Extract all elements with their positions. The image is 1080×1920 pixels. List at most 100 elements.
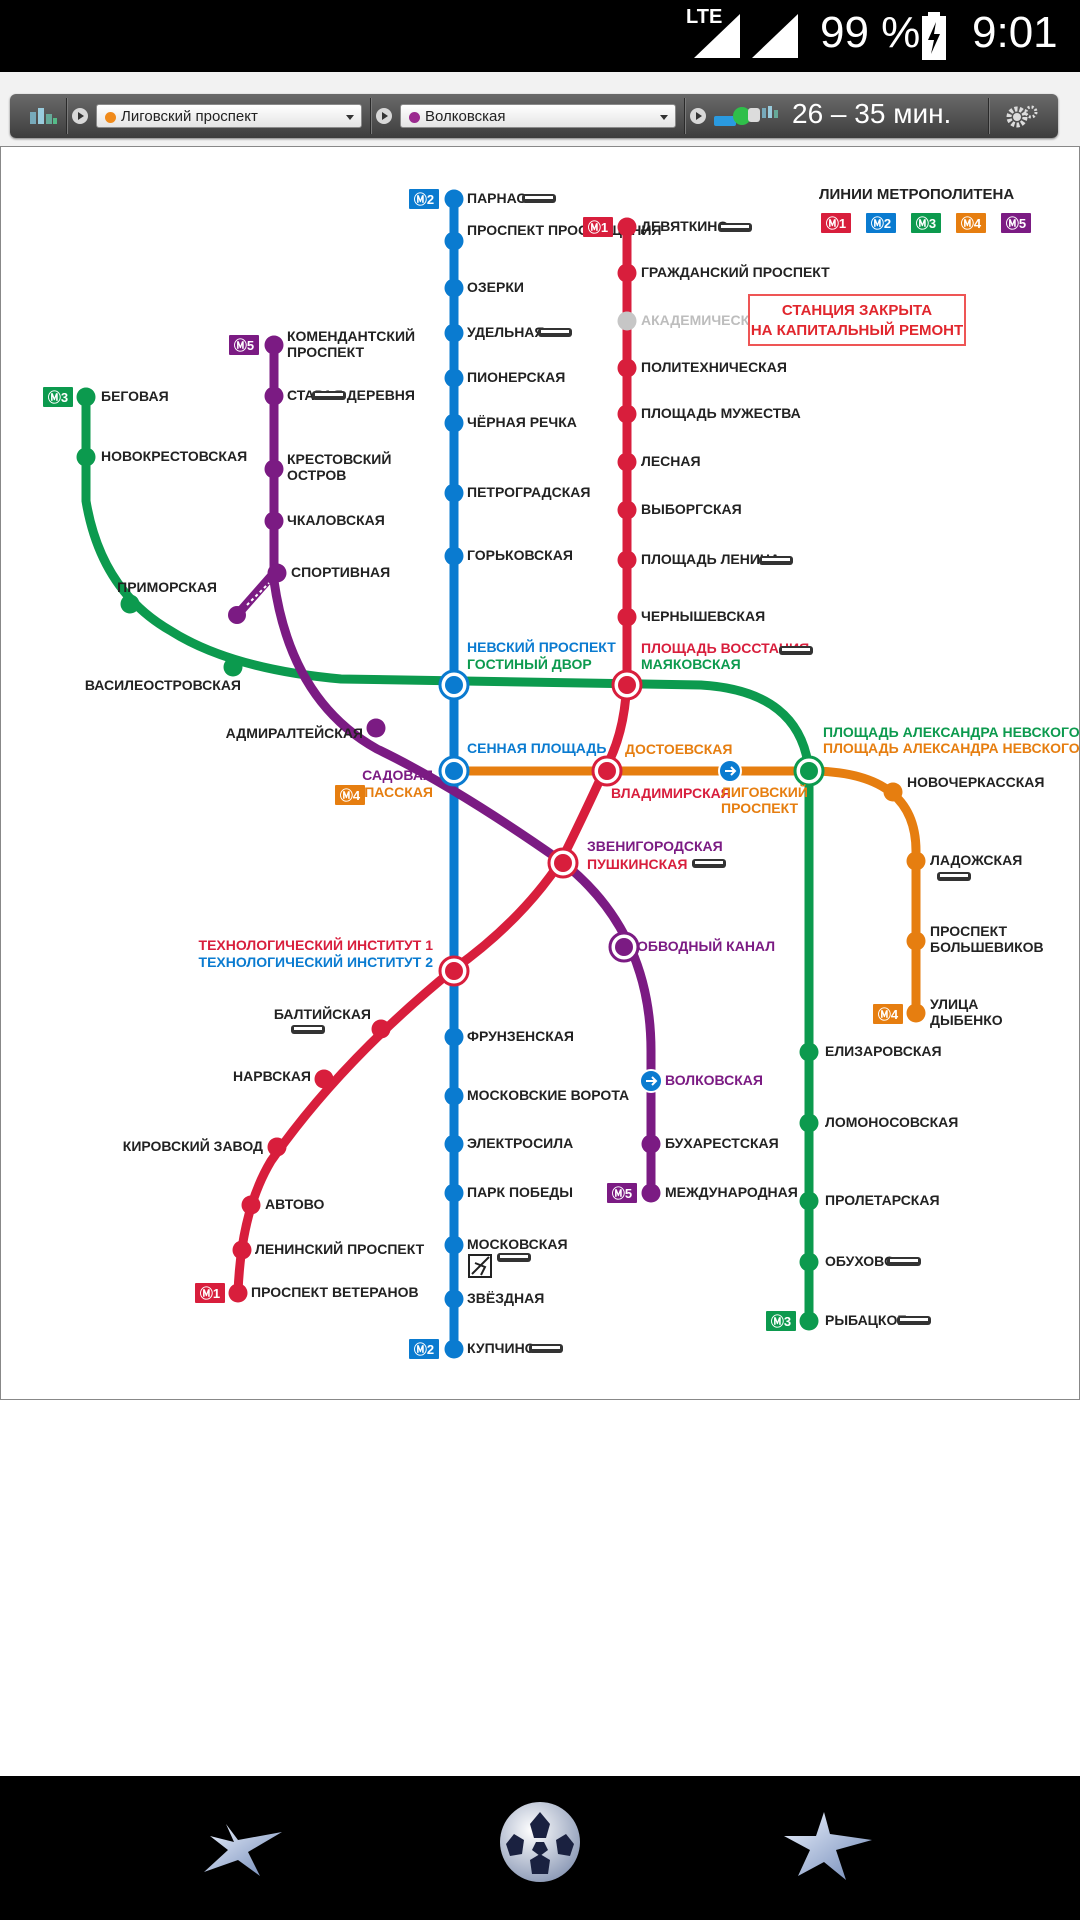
from-line-dot xyxy=(105,112,116,123)
station-dot-международная xyxy=(641,1183,661,1203)
station-label-беговая: БЕГОВАЯ xyxy=(101,388,169,404)
station-label-купчино: КУПЧИНО xyxy=(467,1340,536,1356)
from-station-select[interactable]: Лиговский проспект xyxy=(96,104,362,128)
legend-title: ЛИНИИ МЕТРОПОЛИТЕНА xyxy=(819,186,1014,203)
station-dot-купчино xyxy=(444,1339,464,1359)
interchange-dot xyxy=(800,762,818,780)
interchange-dot xyxy=(615,938,633,956)
station-label-пролетарская: ПРОЛЕТАРСКАЯ xyxy=(825,1192,940,1208)
station-dot-парк-победы xyxy=(444,1183,464,1203)
route-arrow-button[interactable] xyxy=(690,108,706,124)
station-dot-девяткино xyxy=(617,217,637,237)
line-badge-4: Ⓜ4 xyxy=(873,1004,903,1024)
svg-text:Ⓜ5: Ⓜ5 xyxy=(1006,216,1026,231)
arrow-icon xyxy=(646,1076,658,1086)
train-icon xyxy=(291,1025,325,1034)
station-label-площадь-мужества: ПЛОЩАДЬ МУЖЕСТВА xyxy=(641,405,801,421)
station-dot-новочеркасская xyxy=(883,782,903,802)
train-icon xyxy=(718,223,752,232)
station-dot-чернышевская xyxy=(617,607,637,627)
station-dot-рыбацкое xyxy=(799,1311,819,1331)
to-arrow-button[interactable] xyxy=(376,108,392,124)
station-dot-парнас xyxy=(444,189,464,209)
route-toolbar: Лиговский проспект Волковская 26 – 35 ми… xyxy=(10,94,1058,138)
clock: 9:01 xyxy=(972,8,1058,57)
gear-icon[interactable] xyxy=(1004,104,1040,128)
line-badge-5: Ⓜ5 xyxy=(1001,213,1031,233)
station-dot-звёздная xyxy=(444,1289,464,1309)
station-label-международная: МЕЖДУНАРОДНАЯ xyxy=(665,1184,798,1200)
svg-text:Ⓜ2: Ⓜ2 xyxy=(414,1342,434,1357)
station-dot-площадь-мужества xyxy=(617,404,637,424)
station-label-удельная: УДЕЛЬНАЯ xyxy=(467,324,544,340)
toolbar-separator xyxy=(684,98,686,134)
station-dot-нарвская xyxy=(314,1069,334,1089)
to-station-label: Волковская xyxy=(425,108,506,125)
svg-text:Ⓜ5: Ⓜ5 xyxy=(612,1186,632,1201)
train-icon xyxy=(497,1253,531,1262)
station-dot-проспект-большевиков xyxy=(906,931,926,951)
svg-text:Ⓜ1: Ⓜ1 xyxy=(200,1286,220,1301)
station-label-технологический-институт-2: ТЕХНОЛОГИЧЕСКИЙ ИНСТИТУТ 2 xyxy=(199,953,434,970)
star-left-icon[interactable] xyxy=(196,1806,288,1886)
train-icon xyxy=(692,859,726,868)
line-badge-2: Ⓜ2 xyxy=(866,213,896,233)
from-arrow-button[interactable] xyxy=(72,108,88,124)
station-label-пушкинская: ПУШКИНСКАЯ xyxy=(587,856,687,872)
station-dot-пионерская xyxy=(444,368,464,388)
station-label-обводный-канал: ОБВОДНЫЙ КАНАЛ xyxy=(637,937,775,954)
interchange-dot xyxy=(554,854,572,872)
airport-icon xyxy=(468,1254,492,1278)
station-dot-горьковская xyxy=(444,546,464,566)
station-label-площадь-ленина: ПЛОЩАДЬ ЛЕНИНА xyxy=(641,551,780,567)
station-dot-спортивная xyxy=(267,563,287,583)
line-badge-3: Ⓜ3 xyxy=(766,1311,796,1331)
train-icon xyxy=(779,646,813,655)
station-label-владимирская: ВЛАДИМИРСКАЯ xyxy=(611,785,731,801)
route-time: 26 – 35 мин. xyxy=(792,98,952,129)
station-label-пионерская: ПИОНЕРСКАЯ xyxy=(467,369,565,385)
station-label-парнас: ПАРНАС xyxy=(467,190,527,206)
station-label-достоевская: ДОСТОЕВСКАЯ xyxy=(625,741,732,757)
football-icon[interactable] xyxy=(496,1798,584,1886)
station-label-невский-проспект: НЕВСКИЙ ПРОСПЕКТ xyxy=(467,638,616,655)
svg-text:Ⓜ2: Ⓜ2 xyxy=(414,192,434,207)
line-badge-4: Ⓜ4 xyxy=(335,785,365,805)
station-dot-балтийская xyxy=(371,1019,391,1039)
station-label-чёрная-речка: ЧЁРНАЯ РЕЧКА xyxy=(467,414,577,430)
station-label-старая-деревня: СТАРАЯ ДЕРЕВНЯ xyxy=(287,387,415,403)
station-dot-кировский-завод xyxy=(267,1137,287,1157)
wifi-signal-icon xyxy=(752,14,798,58)
station-label-академическая: АКАДЕМИЧЕСКАЯ xyxy=(641,312,769,328)
star-right-icon[interactable] xyxy=(780,1806,880,1886)
station-label-спасская: СПАССКАЯ xyxy=(354,784,433,800)
station-label-технологический-институт-1: ТЕХНОЛОГИЧЕСКИЙ ИНСТИТУТ 1 xyxy=(199,936,434,953)
station-label-сенная-площадь: СЕННАЯ ПЛОЩАДЬ xyxy=(467,740,606,756)
to-station-select[interactable]: Волковская xyxy=(400,104,676,128)
line-badge-2: Ⓜ2 xyxy=(409,189,439,209)
station-dot-старая-деревня xyxy=(264,386,284,406)
line-badge-4: Ⓜ4 xyxy=(956,213,986,233)
interchange-dot xyxy=(445,962,463,980)
station-dot-ладожская xyxy=(906,851,926,871)
city-icon[interactable] xyxy=(28,106,58,126)
svg-text:Ⓜ5: Ⓜ5 xyxy=(234,338,254,353)
route-toolbar-area: Лиговский проспект Волковская 26 – 35 ми… xyxy=(0,72,1080,146)
line-badge-5: Ⓜ5 xyxy=(607,1183,637,1203)
station-dot-ленинский-проспект xyxy=(232,1240,252,1260)
station-label-площадь-александра-невского-1: ПЛОЩАДЬ АЛЕКСАНДРА НЕВСКОГО 1 xyxy=(823,724,1079,740)
interchange-dot xyxy=(445,762,463,780)
station-label-петроградская: ПЕТРОГРАДСКАЯ xyxy=(467,484,590,500)
station-dot-бухарестская xyxy=(641,1134,661,1154)
transport-icon[interactable] xyxy=(712,104,782,130)
network-type: LTE xyxy=(686,6,723,28)
station-label-кировский-завод: КИРОВСКИЙ ЗАВОД xyxy=(123,1137,263,1154)
battery-percent: 99 % xyxy=(820,8,921,57)
